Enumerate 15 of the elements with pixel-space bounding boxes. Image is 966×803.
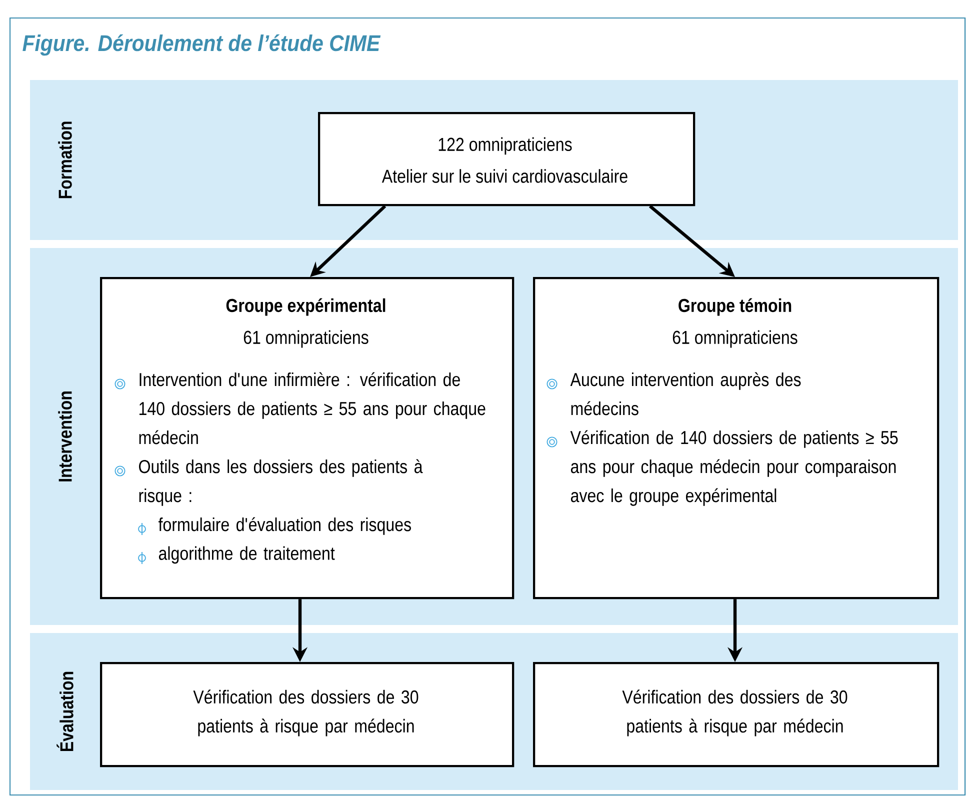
list-item: Intervention d'une infirmière : vérification de 140 dossiers de patients ≥ 55 ans pour chaque médecin <box>139 372 486 444</box>
box-text: 61 omnipraticiens <box>672 330 798 348</box>
figure-title: Figure. Déroulement de l’étude CIME <box>22 34 381 56</box>
sub-list-item: algorithme de traitement <box>158 546 335 564</box>
list-item: Aucune intervention auprès des médecins <box>570 372 801 416</box>
group-heading: Groupe expérimental <box>226 298 386 316</box>
list-item: Vérification de 140 dossiers de patients ≥ 55 ans pour chaque médecin pour comparaison avec le groupe expérimental <box>570 430 898 506</box>
box-text: 122 omnipraticiens <box>438 137 572 155</box>
box-text: Vérification des dossiers de 30 patients à risque par médecin <box>622 690 848 736</box>
group-heading: Groupe témoin <box>678 298 792 316</box>
sub-list-item: formulaire d'évaluation des risques <box>158 517 411 535</box>
box-text: 61 omnipraticiens <box>244 330 368 348</box>
box-text: Vérification des dossiers de 30 patients à risque par médecin <box>193 690 418 736</box>
list-item: Outils dans les dossiers des patients à risque : <box>139 459 423 506</box>
box-text: Atelier sur le suivi cardiovasculaire <box>382 169 628 183</box>
